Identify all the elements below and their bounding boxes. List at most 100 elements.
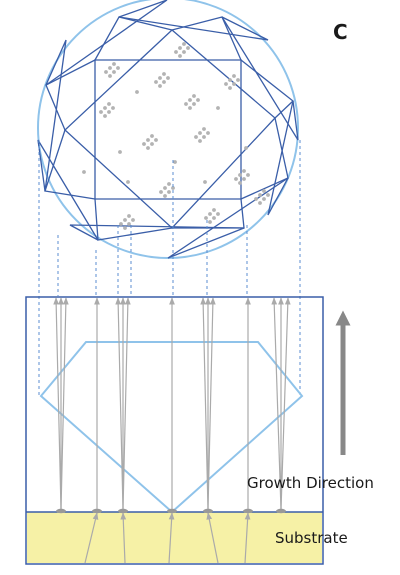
facet-lines	[37, 0, 299, 259]
inclusion-dot	[158, 84, 162, 88]
inclusion-dot	[126, 180, 130, 184]
inclusion-dot	[142, 142, 146, 146]
inclusion-dot	[204, 216, 208, 220]
inclusion-dot	[196, 98, 200, 102]
inclusion-dot	[238, 173, 242, 177]
projection-lines	[38, 140, 301, 398]
inclusion-dot	[150, 134, 154, 138]
inclusion-dot	[123, 218, 127, 222]
inclusion-dot	[242, 169, 246, 173]
inclusion-dot	[212, 216, 216, 220]
dislocation-origin	[203, 508, 213, 514]
growth-arrow	[207, 297, 216, 511]
girdle-facet	[118, 16, 269, 41]
inclusion-dot	[167, 182, 171, 186]
inclusion-dot	[262, 189, 266, 193]
inclusion-dot	[103, 106, 107, 110]
dislocation-origin	[276, 508, 286, 514]
panel-label: C	[333, 20, 348, 44]
inclusion-dot	[163, 186, 167, 190]
inclusion-dot	[266, 193, 270, 197]
inclusion-dot	[104, 70, 108, 74]
growth-arrow	[115, 297, 124, 511]
inclusion-dot	[107, 110, 111, 114]
substrate-arrow	[84, 512, 99, 564]
dislocation-origin	[118, 508, 128, 514]
substrate-arrow	[206, 512, 219, 564]
inclusion-dot	[173, 160, 177, 164]
inclusion-dot	[206, 131, 210, 135]
inclusion-dot	[123, 226, 127, 230]
inclusion-dot	[242, 177, 246, 181]
girdle-facet	[221, 16, 299, 141]
inclusion-dot	[202, 135, 206, 139]
inclusion-dot	[162, 72, 166, 76]
inclusion-dot	[127, 214, 131, 218]
inclusion-dot	[186, 46, 190, 50]
girdle-facet	[167, 177, 289, 259]
inclusion-dot	[182, 50, 186, 54]
girdle-facet	[45, 0, 168, 86]
inclusion-dot	[146, 138, 150, 142]
inclusion-dot	[208, 220, 212, 224]
inclusion-dot	[119, 222, 123, 226]
substrate-arrow	[168, 512, 175, 564]
inclusion-dot	[188, 98, 192, 102]
inclusion-dot	[198, 139, 202, 143]
inclusion-dot	[262, 197, 266, 201]
substrate-layer	[27, 512, 322, 563]
inclusion-dot	[171, 186, 175, 190]
facet-kite	[172, 198, 245, 229]
dislocation-origin	[167, 508, 177, 514]
dislocation-origin	[92, 508, 102, 514]
inclusion-dot	[236, 78, 240, 82]
inclusion-dot	[208, 212, 212, 216]
inclusion-dot	[127, 222, 131, 226]
inclusion-dot	[103, 114, 107, 118]
inclusion-dot	[258, 201, 262, 205]
inclusion-dot	[203, 180, 207, 184]
inclusion-dot	[166, 76, 170, 80]
inclusion-dot	[131, 218, 135, 222]
inclusion-dot	[112, 62, 116, 66]
inclusion-dot	[112, 70, 116, 74]
inclusion-dot	[224, 82, 228, 86]
inclusion-dot	[258, 193, 262, 197]
growth-arrow	[60, 297, 69, 511]
dislocation-origins	[56, 508, 286, 514]
inclusion-dot	[162, 80, 166, 84]
inclusion-dots	[82, 42, 270, 230]
growth-arrows	[53, 297, 291, 511]
inclusion-dot	[178, 46, 182, 50]
inclusion-dot	[216, 212, 220, 216]
inclusion-dot	[163, 194, 167, 198]
inclusion-dot	[234, 177, 238, 181]
inclusion-dot	[158, 76, 162, 80]
inclusion-dot	[188, 106, 192, 110]
inclusion-dot	[135, 90, 139, 94]
inclusion-dot	[212, 208, 216, 212]
inclusion-dot	[159, 190, 163, 194]
top-view	[37, 0, 299, 259]
inclusion-dot	[118, 150, 122, 154]
inclusion-dot	[216, 106, 220, 110]
substrate-arrows	[84, 512, 251, 564]
inclusion-dot	[150, 142, 154, 146]
dislocation-origin	[56, 508, 66, 514]
inclusion-dot	[178, 54, 182, 58]
girdle-facet	[69, 224, 245, 241]
growth-direction-label: Growth Direction	[247, 474, 374, 492]
inclusion-dot	[232, 82, 236, 86]
girdle-facet	[267, 100, 294, 216]
inclusion-dot	[238, 181, 242, 185]
growth-arrow	[271, 297, 282, 511]
facet-kite	[45, 59, 96, 131]
inclusion-dot	[146, 146, 150, 150]
inclusion-dot	[184, 102, 188, 106]
substrate-arrow	[244, 512, 251, 564]
growth-arrow	[200, 297, 209, 511]
inclusion-dot	[244, 146, 248, 150]
inclusion-dot	[194, 135, 198, 139]
inclusion-dot	[82, 170, 86, 174]
